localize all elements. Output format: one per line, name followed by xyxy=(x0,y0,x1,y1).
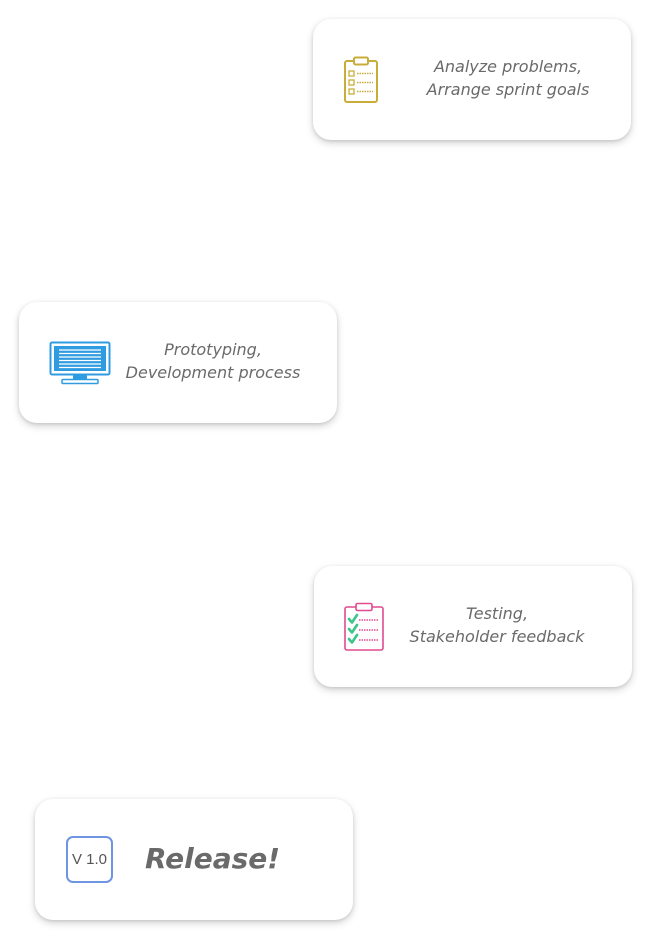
step-card-analyze: Analyze problems, Arrange sprint goals xyxy=(313,19,631,140)
step-caption-line-1: Prototyping, xyxy=(164,340,262,359)
version-label: V 1.0 xyxy=(71,851,108,868)
version-badge-icon: V 1.0 xyxy=(66,836,113,883)
step-caption-line-2: Development process xyxy=(125,363,301,382)
release-label: Release! xyxy=(145,842,281,875)
monitor-icon xyxy=(49,341,111,385)
clipboard-checklist-icon xyxy=(344,56,378,103)
step-caption-line-2: Arrange sprint goals xyxy=(426,80,590,99)
clipboard-checked-icon xyxy=(344,602,384,651)
step-caption-line-1: Testing, xyxy=(465,604,529,623)
step-caption-line-2: Stakeholder feedback xyxy=(409,627,585,646)
step-card-testing: Testing, Stakeholder feedback xyxy=(314,566,632,687)
step-caption: Analyze problems, Arrange sprint goals xyxy=(398,55,618,101)
step-card-prototyping: Prototyping, Development process xyxy=(19,302,337,423)
step-caption: Prototyping, Development process xyxy=(119,338,307,384)
step-caption-line-1: Analyze problems, xyxy=(433,57,583,76)
step-caption: Testing, Stakeholder feedback xyxy=(402,602,592,648)
step-card-release: V 1.0 Release! xyxy=(35,799,353,920)
